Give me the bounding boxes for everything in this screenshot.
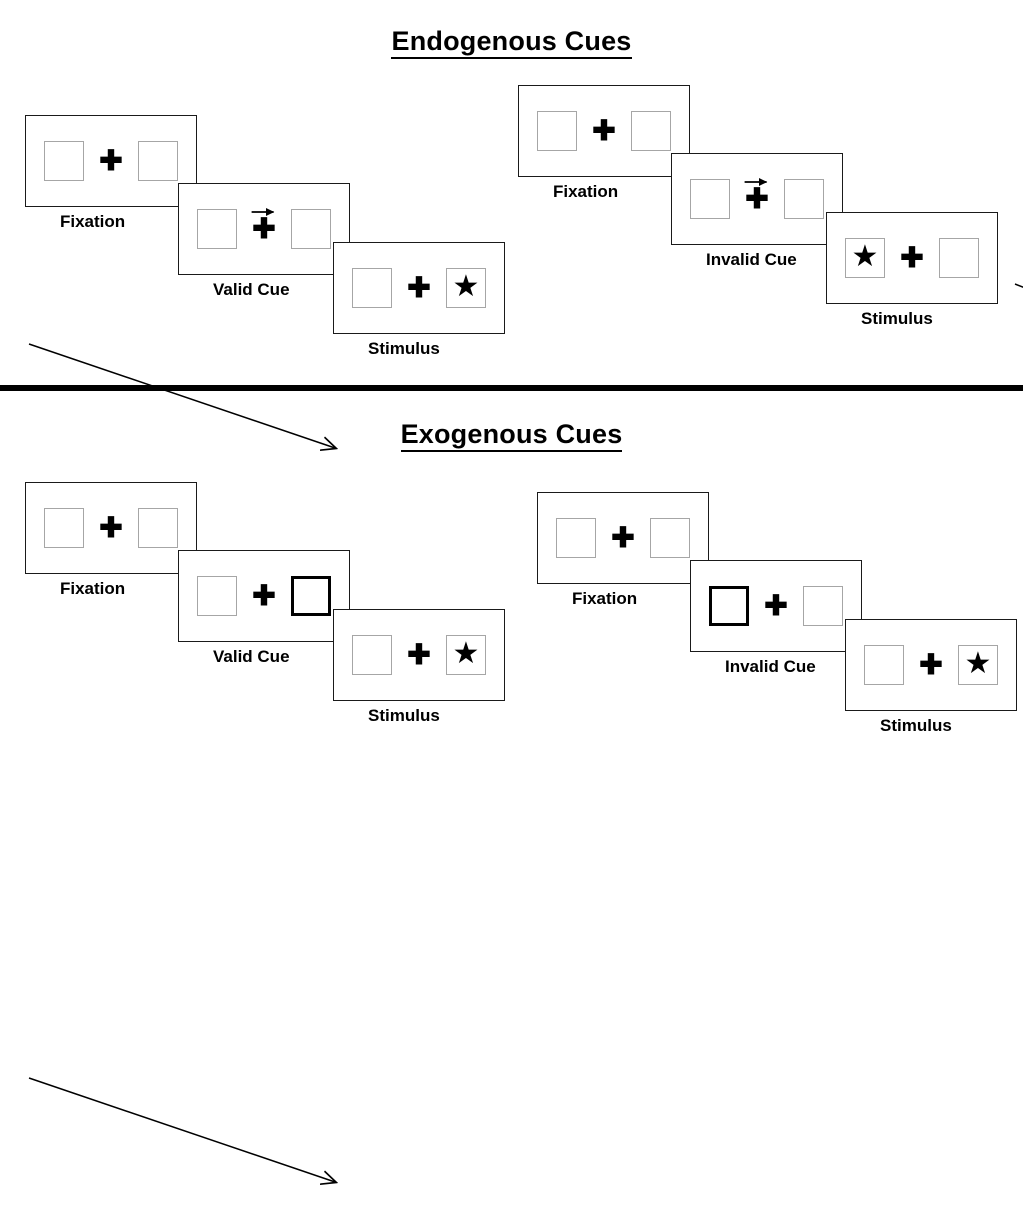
- trial-panel-stimulus: ★ ✚: [826, 212, 998, 304]
- stimulus-row: ✚: [709, 586, 843, 626]
- section-title-exogenous: Exogenous Cues: [0, 419, 1023, 452]
- right-arrow-icon: [744, 177, 768, 187]
- section-title-exogenous-text: Exogenous Cues: [400, 419, 623, 452]
- stimulus-row: ✚ ★: [352, 268, 486, 308]
- left-box: [197, 576, 237, 616]
- panel-label-fixation: Fixation: [60, 579, 126, 598]
- right-arrow-icon: [251, 207, 275, 217]
- stimulus-row: ✚: [44, 141, 178, 181]
- right-box: [650, 518, 690, 558]
- trial-panel-fixation: ✚: [25, 115, 197, 207]
- plus-glyph: ✚: [99, 512, 123, 543]
- right-box-cued: [291, 576, 331, 616]
- trial-panel-fixation: ✚: [537, 492, 709, 584]
- right-box: ★: [958, 645, 998, 685]
- trial-panel-fixation: ✚: [25, 482, 197, 574]
- plus-glyph: ✚: [764, 590, 788, 621]
- plus-glyph: ✚: [611, 522, 635, 553]
- fixation-cross: ✚: [611, 521, 635, 555]
- plus-glyph: ✚: [407, 639, 431, 670]
- trial-panel-stimulus: ✚ ★: [333, 242, 505, 334]
- left-box: [864, 645, 904, 685]
- left-box: [197, 209, 237, 249]
- stimulus-row: ★ ✚: [845, 238, 979, 278]
- right-box-content: ★: [964, 647, 992, 680]
- panel-label-cue: Valid Cue: [213, 647, 290, 666]
- plus-glyph: ✚: [592, 115, 616, 146]
- right-box: [291, 209, 331, 249]
- stimulus-row: ✚ ★: [864, 645, 998, 685]
- left-box: [690, 179, 730, 219]
- plus-glyph: ✚: [407, 272, 431, 303]
- plus-glyph: ✚: [252, 580, 276, 611]
- left-box: [352, 635, 392, 675]
- plus-glyph: ✚: [252, 213, 276, 244]
- panel-label-cue: Valid Cue: [213, 280, 290, 299]
- right-box-content: ★: [452, 270, 480, 303]
- fixation-cross: ✚: [99, 511, 123, 545]
- fixation-cross: ✚: [919, 648, 943, 682]
- trial-panel-cue: ✚: [178, 550, 350, 642]
- section-title-endogenous: Endogenous Cues: [0, 26, 1023, 59]
- right-box: ★: [446, 268, 486, 308]
- trial-panel-cue: ✚: [690, 560, 862, 652]
- trial-panel-stimulus: ✚ ★: [333, 609, 505, 701]
- right-box: [138, 508, 178, 548]
- left-box: [352, 268, 392, 308]
- left-box: [44, 508, 84, 548]
- section-divider: [0, 385, 1023, 391]
- trial-panel-fixation: ✚: [518, 85, 690, 177]
- right-box: [631, 111, 671, 151]
- left-box: [537, 111, 577, 151]
- trial-panel-stimulus: ✚ ★: [845, 619, 1017, 711]
- time-arrow-icon: [28, 343, 355, 465]
- plus-glyph: ✚: [745, 183, 769, 214]
- panel-label-fixation: Fixation: [572, 589, 638, 608]
- trial-panel-cue: ✚: [178, 183, 350, 275]
- fixation-cross: ✚: [99, 144, 123, 178]
- stimulus-row: ✚ ★: [352, 635, 486, 675]
- fixation-cross: ✚: [592, 114, 616, 148]
- stimulus-row: ✚: [197, 207, 331, 249]
- left-box: ★: [845, 238, 885, 278]
- right-box-content: ★: [452, 637, 480, 670]
- right-box: [784, 179, 824, 219]
- panel-label-fixation: Fixation: [553, 182, 619, 201]
- fixation-cross: ✚: [407, 638, 431, 672]
- right-box: ★: [446, 635, 486, 675]
- left-box: [556, 518, 596, 558]
- fixation-cross: ✚: [764, 589, 788, 623]
- left-box-cued: [709, 586, 749, 626]
- fixation-cross: ✚: [407, 271, 431, 305]
- left-box-content: ★: [851, 240, 879, 273]
- panel-label-cue: Invalid Cue: [725, 657, 816, 676]
- plus-glyph: ✚: [99, 145, 123, 176]
- panel-label-stimulus: Stimulus: [368, 339, 440, 358]
- panel-label-stimulus: Stimulus: [861, 309, 933, 328]
- fixation-cross: ✚: [251, 207, 276, 246]
- panel-label-cue: Invalid Cue: [706, 250, 797, 269]
- right-box: [939, 238, 979, 278]
- right-box: [803, 586, 843, 626]
- right-box: [138, 141, 178, 181]
- left-box: [44, 141, 84, 181]
- trial-panel-cue: ✚: [671, 153, 843, 245]
- plus-glyph: ✚: [919, 649, 943, 680]
- fixation-cross: ✚: [744, 177, 769, 216]
- stimulus-row: ✚: [44, 508, 178, 548]
- stimulus-row: ✚: [690, 177, 824, 219]
- stimulus-row: ✚: [197, 576, 331, 616]
- stimulus-row: ✚: [537, 111, 671, 151]
- panel-label-stimulus: Stimulus: [368, 706, 440, 725]
- fixation-cross: ✚: [900, 241, 924, 275]
- panel-label-fixation: Fixation: [60, 212, 126, 231]
- stimulus-row: ✚: [556, 518, 690, 558]
- fixation-cross: ✚: [252, 579, 276, 613]
- plus-glyph: ✚: [900, 242, 924, 273]
- time-arrow-icon: [28, 1077, 355, 1199]
- section-title-endogenous-text: Endogenous Cues: [391, 26, 632, 59]
- panel-label-stimulus: Stimulus: [880, 716, 952, 735]
- time-arrow-icon: [1014, 283, 1023, 288]
